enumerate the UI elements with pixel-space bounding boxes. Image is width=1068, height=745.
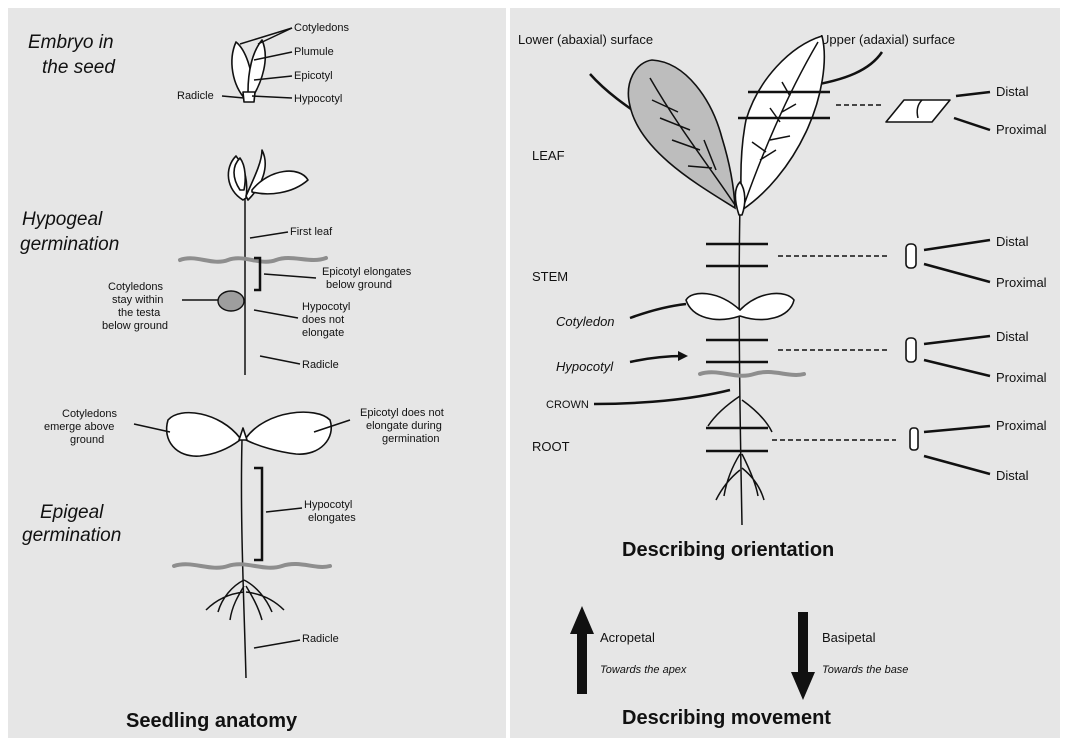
epigeal-label-cot-1: Cotyledons [62, 408, 118, 420]
epigeal-label-radicle: Radicle [302, 633, 339, 645]
part-label-hypocotyl: Hypocotyl [556, 359, 614, 374]
organ-label-leaf: LEAF [532, 148, 565, 163]
hypogeal-label-radicle: Radicle [302, 359, 339, 371]
epigeal-label-cot-3: ground [70, 434, 104, 446]
movement-label-basipetal: Basipetal [822, 630, 876, 645]
label-upper-surface: Upper (adaxial) surface [820, 32, 955, 47]
hypogeal-label-cot-4: below ground [102, 320, 168, 332]
hypogeal-label-hypo-2: does not [302, 314, 344, 326]
hypocotyl-segment-icon [906, 338, 916, 362]
hypogeal-label-cot-1: Cotyledons [108, 281, 164, 293]
movement-label-acropetal: Acropetal [600, 630, 655, 645]
hypogeal-label-first-leaf: First leaf [290, 226, 333, 238]
embryo-label-epicotyl: Epicotyl [294, 70, 333, 82]
label-lower-surface: Lower (abaxial) surface [518, 32, 653, 47]
segment-label-stem-bottom: Proximal [996, 275, 1047, 290]
hypogeal-label-epicotyl-1: Epicotyl elongates [322, 266, 412, 278]
organ-label-root: ROOT [532, 439, 570, 454]
hypogeal-label-hypo-1: Hypocotyl [302, 301, 350, 313]
hypogeal-label-epicotyl-2: below ground [326, 279, 392, 291]
stem-segment-icon [906, 244, 916, 268]
heading-describing-movement: Describing movement [622, 707, 831, 729]
heading-describing-orientation: Describing orientation [622, 539, 834, 561]
embryo-label-radicle: Radicle [177, 90, 214, 102]
epigeal-title-line2: germination [22, 525, 121, 546]
hypogeal-title-line2: germination [20, 234, 119, 255]
movement-desc-basipetal: Towards the base [822, 664, 908, 676]
segment-label-leaf-bottom: Proximal [996, 122, 1047, 137]
hypogeal-label-hypo-3: elongate [302, 327, 344, 339]
embryo-label-cotyledons: Cotyledons [294, 22, 350, 34]
segment-label-hypo-top: Distal [996, 329, 1029, 344]
root-segment-icon [910, 428, 918, 450]
epigeal-title-line1: Epigeal [40, 502, 104, 523]
segment-label-leaf-top: Distal [996, 84, 1029, 99]
epigeal-label-hypo-1: Hypocotyl [304, 499, 352, 511]
movement-desc-acropetal: Towards the apex [600, 664, 687, 676]
embryo-hypocotyl-shape [243, 92, 255, 102]
segment-label-stem-top: Distal [996, 234, 1029, 249]
hypogeal-title-line1: Hypogeal [22, 209, 103, 230]
hypogeal-soil-line [180, 258, 326, 262]
segment-label-root-top: Proximal [996, 418, 1047, 433]
epigeal-label-epi-3: germination [382, 433, 439, 445]
hypogeal-testa [218, 291, 244, 311]
embryo-label-hypocotyl: Hypocotyl [294, 93, 342, 105]
part-label-crown: CROWN [546, 399, 589, 411]
epigeal-label-epi-1: Epicotyl does not [360, 407, 444, 419]
segment-label-hypo-bottom: Proximal [996, 370, 1047, 385]
segment-label-root-bottom: Distal [996, 468, 1029, 483]
left-panel-background [8, 8, 506, 738]
part-label-cotyledon: Cotyledon [556, 314, 615, 329]
hypogeal-label-cot-3: the testa [118, 307, 161, 319]
epigeal-label-cot-2: emerge above [44, 421, 114, 433]
organ-label-stem: STEM [532, 269, 568, 284]
hypogeal-label-cot-2: stay within [112, 294, 163, 306]
right-bud [735, 182, 744, 215]
epigeal-label-hypo-2: elongates [308, 512, 356, 524]
epigeal-label-epi-2: elongate during [366, 420, 442, 432]
heading-seedling-anatomy: Seedling anatomy [126, 710, 298, 732]
embryo-title-line2: the seed [42, 57, 116, 78]
embryo-label-plumule: Plumule [294, 46, 334, 58]
embryo-title-line1: Embryo in [28, 32, 114, 53]
